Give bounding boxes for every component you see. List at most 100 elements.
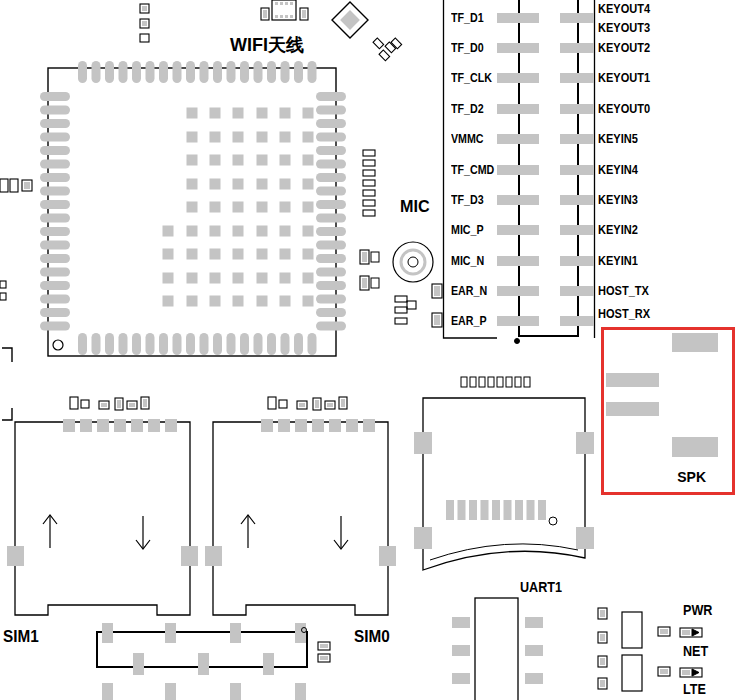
tf-slot-outline [430,544,578,560]
smd-component [279,400,287,408]
solder-pad [233,132,244,143]
smd-component [318,642,330,650]
solder-pad [233,226,244,237]
solder-pad [267,333,276,355]
solder-pad [254,333,263,355]
solder-pad [682,670,690,675]
solder-pad [302,10,306,18]
solder-pad [257,132,268,143]
led-symbol [692,669,699,676]
silkscreen-label: EAR_N [451,283,487,299]
solder-pad [205,546,222,566]
smd-component [70,397,78,409]
solder-pad [210,132,221,143]
smd-component [470,377,476,387]
smd-component [115,398,123,410]
silkscreen-label: KEYIN5 [598,131,638,147]
smd-component [395,296,407,302]
solder-pad [538,500,546,520]
solder-pad [263,10,267,18]
solder-pad [119,333,128,355]
smd-component [81,400,89,408]
solder-pad [458,500,466,520]
solder-pad [187,202,198,213]
direction-arrow [241,515,255,524]
solder-pad [257,202,268,213]
solder-pad [316,173,346,182]
solder-pad [316,268,346,277]
solder-pad [210,179,221,190]
smd-component [363,210,375,216]
solder-pad [290,15,293,18]
solder-pad [257,108,268,119]
solder-pad [275,2,278,5]
solder-pad [257,249,268,260]
solder-pad [312,419,324,432]
solder-pad [210,249,221,260]
solder-pad [210,273,221,284]
solder-pad [320,644,328,648]
solder-pad [492,500,500,520]
solder-pad [92,61,101,83]
solder-pad [497,43,539,53]
solder-pad [92,333,101,355]
solder-pad [303,108,314,119]
microphone [401,250,425,274]
solder-pad [316,92,346,101]
smd-component [385,42,396,53]
box-label: SPK [677,469,706,486]
solder-pad [446,500,454,520]
solder-pad [187,132,198,143]
solder-pad [163,296,174,307]
solder-pad [316,254,346,263]
solder-pad [560,256,594,266]
direction-arrow [334,540,348,549]
silkscreen-label: MIC_P [451,222,484,238]
solder-pad [105,333,114,355]
smd-component [497,377,503,387]
smd-component [658,667,670,676]
corner-mark [2,348,12,362]
solder-pad [97,419,109,432]
smd-component [363,200,375,206]
silkscreen-label: TF_CMD [451,162,494,178]
solder-pad [525,673,543,684]
silkscreen-label: TF_CLK [451,70,492,86]
solder-pad [600,634,605,641]
solder-pad [213,61,222,83]
silkscreen-label: KEYOUT4 [598,1,650,17]
silkscreen-label: KEYIN1 [598,253,638,269]
pin1-marker [53,340,63,350]
smd-component [141,397,149,409]
silkscreen-label: KEYOUT0 [598,101,650,117]
smd-component [432,284,442,298]
solder-pad [340,10,360,30]
pin1-marker [549,517,557,525]
silkscreen-label: TF_D0 [451,40,484,56]
solder-pad [362,278,367,288]
solder-pad [40,268,70,277]
silkscreen-label: KEYOUT1 [598,70,650,86]
solder-pad [40,227,70,236]
led-symbol [680,628,702,637]
solder-pad [303,226,314,237]
solder-pad [40,187,70,196]
solder-pad [131,419,143,432]
solder-pad [660,669,668,674]
solder-pad [24,182,30,189]
solder-pad [105,61,114,83]
smd-component [488,377,494,387]
solder-pad [181,546,198,566]
solder-pad [280,155,291,166]
solder-pad [560,134,594,144]
sim-holder-outline [213,422,388,615]
silkscreen-label: LTE [683,681,706,698]
solder-pad [263,653,274,675]
smd-component [300,8,308,20]
solder-pad [316,200,346,209]
silkscreen-label: SIM1 [3,627,39,647]
solder-pad [316,308,346,317]
solder-pad [278,419,290,432]
smd-component [22,180,32,191]
silkscreen-label: NET [683,643,708,660]
